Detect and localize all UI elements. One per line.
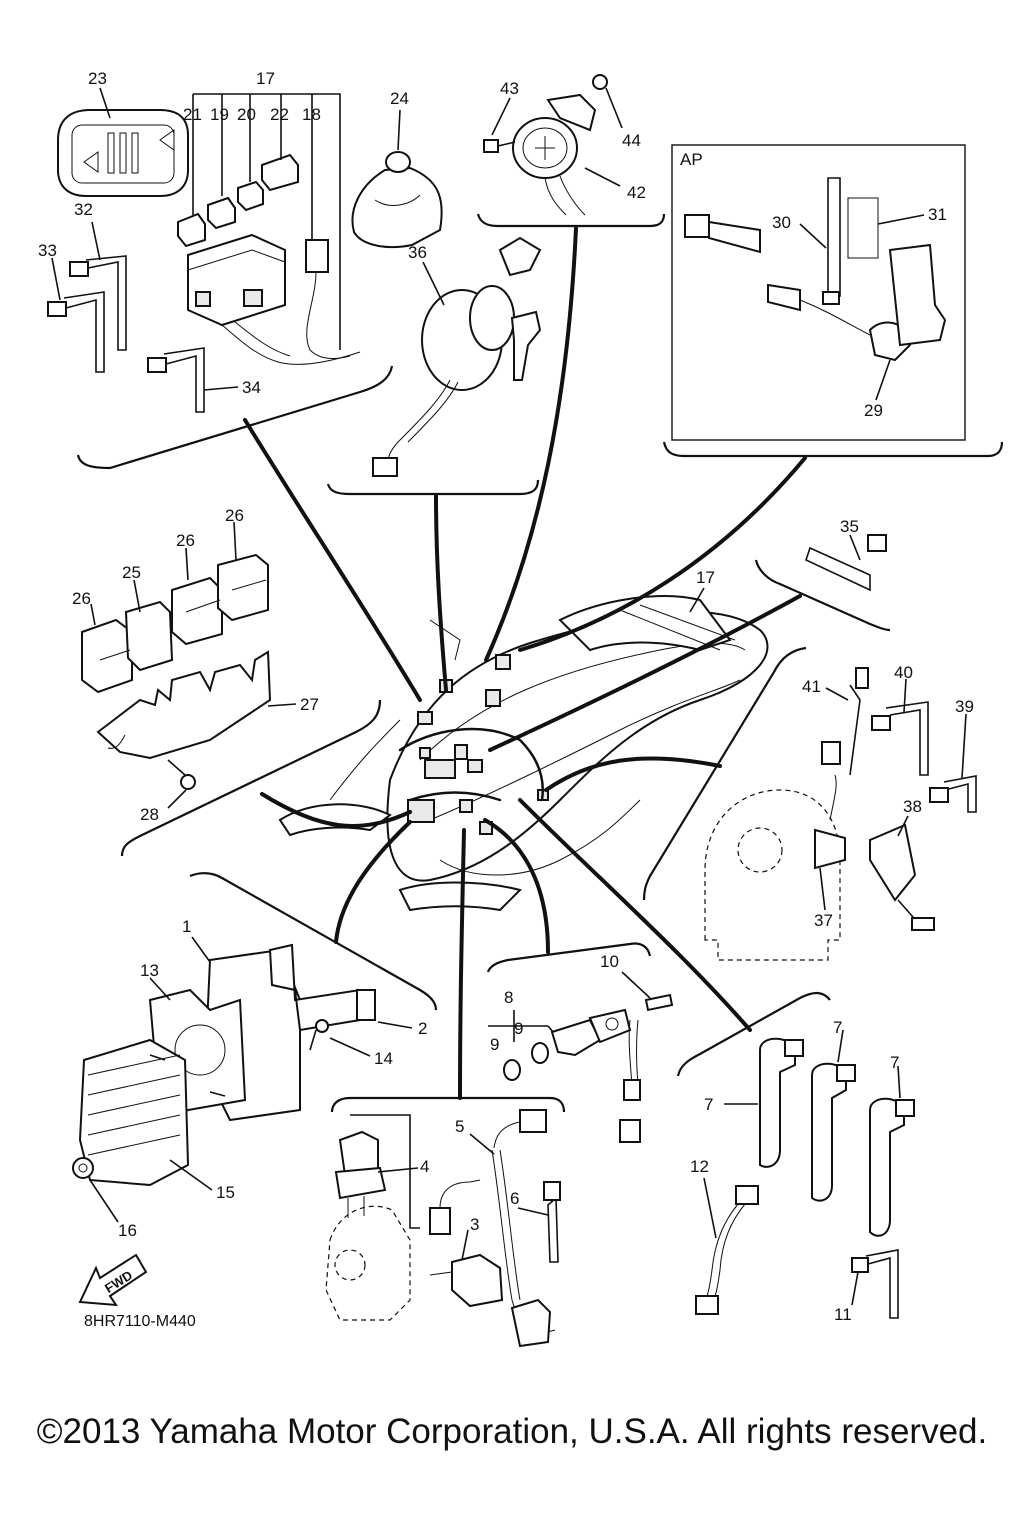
callout-19: 19 xyxy=(210,105,229,124)
fuse-box-group: 23 17 21 19 20 22 18 32 33 34 xyxy=(38,69,394,470)
callout-10: 10 xyxy=(600,952,619,971)
callout-15: 15 xyxy=(216,1183,235,1202)
callout-1: 1 xyxy=(182,917,191,936)
callout-28: 28 xyxy=(140,805,159,824)
fwd-arrow: FWD xyxy=(78,1253,148,1307)
callout-13: 13 xyxy=(140,961,159,980)
callout-24: 24 xyxy=(390,89,409,108)
callout-4: 4 xyxy=(420,1157,429,1176)
ap-box-group: AP 30 31 29 xyxy=(662,144,1004,458)
callout-17-hull: 17 xyxy=(696,568,715,587)
callout-26-a: 26 xyxy=(72,589,91,608)
callout-27: 27 xyxy=(300,695,319,714)
diagram-code: 8HR7110-M440 xyxy=(84,1313,196,1330)
callout-5: 5 xyxy=(455,1117,464,1136)
callout-6: 6 xyxy=(510,1189,519,1208)
callout-25: 25 xyxy=(122,563,141,582)
rectifier-group: 1 13 2 14 15 16 xyxy=(72,872,438,1240)
ignition-coil-group: 7 7 7 12 11 xyxy=(676,991,915,1324)
pressure-switch-group: 5 4 3 6 xyxy=(325,1096,566,1348)
callout-39: 39 xyxy=(955,697,974,716)
callout-2: 2 xyxy=(418,1019,427,1038)
callout-16: 16 xyxy=(118,1221,137,1240)
callout-44: 44 xyxy=(622,131,641,150)
callout-9-b: 9 xyxy=(490,1035,499,1054)
callout-32: 32 xyxy=(74,200,93,219)
callout-43: 43 xyxy=(500,79,519,98)
callout-41: 41 xyxy=(802,677,821,696)
main-switch-group: 36 xyxy=(326,236,542,496)
callout-14: 14 xyxy=(374,1049,393,1068)
callout-8: 8 xyxy=(504,988,513,1007)
speed-sensor-group: 10 8 9 9 xyxy=(486,942,674,1143)
callout-29: 29 xyxy=(864,401,883,420)
callout-17: 17 xyxy=(256,69,275,88)
part-24-group: 24 xyxy=(351,89,443,248)
callout-18: 18 xyxy=(302,105,321,124)
callout-9-a: 9 xyxy=(514,1019,523,1038)
callout-26-c: 26 xyxy=(225,506,244,525)
callout-31: 31 xyxy=(928,205,947,224)
callout-12: 12 xyxy=(690,1157,709,1176)
callout-38: 38 xyxy=(903,797,922,816)
callout-7-c: 7 xyxy=(890,1053,899,1072)
callout-34: 34 xyxy=(242,378,261,397)
callout-30: 30 xyxy=(772,213,791,232)
ap-label: AP xyxy=(680,150,703,169)
watercraft-hull xyxy=(278,595,769,912)
callout-21: 21 xyxy=(183,105,202,124)
connector-lines xyxy=(243,226,807,1100)
callout-42: 42 xyxy=(627,183,646,202)
part-35-group: 35 xyxy=(754,517,891,632)
callout-23: 23 xyxy=(88,69,107,88)
callout-22: 22 xyxy=(270,105,289,124)
callout-7-b: 7 xyxy=(833,1018,842,1037)
callout-20: 20 xyxy=(237,105,256,124)
callout-33: 33 xyxy=(38,241,57,260)
callout-3: 3 xyxy=(470,1215,479,1234)
callout-35: 35 xyxy=(840,517,859,536)
meter-group: 43 44 42 xyxy=(476,74,666,228)
callout-11: 11 xyxy=(834,1305,852,1324)
callout-36: 36 xyxy=(408,243,427,262)
callout-7-a: 7 xyxy=(704,1095,713,1114)
sensor-bracket-group: 41 40 39 38 37 xyxy=(642,646,977,961)
relay-group: 26 25 26 26 27 28 xyxy=(72,506,382,857)
callout-40: 40 xyxy=(894,663,913,682)
callout-37: 37 xyxy=(814,911,833,930)
callout-26-b: 26 xyxy=(176,531,195,550)
copyright-notice: ©2013 Yamaha Motor Corporation, U.S.A. A… xyxy=(36,1412,988,1451)
